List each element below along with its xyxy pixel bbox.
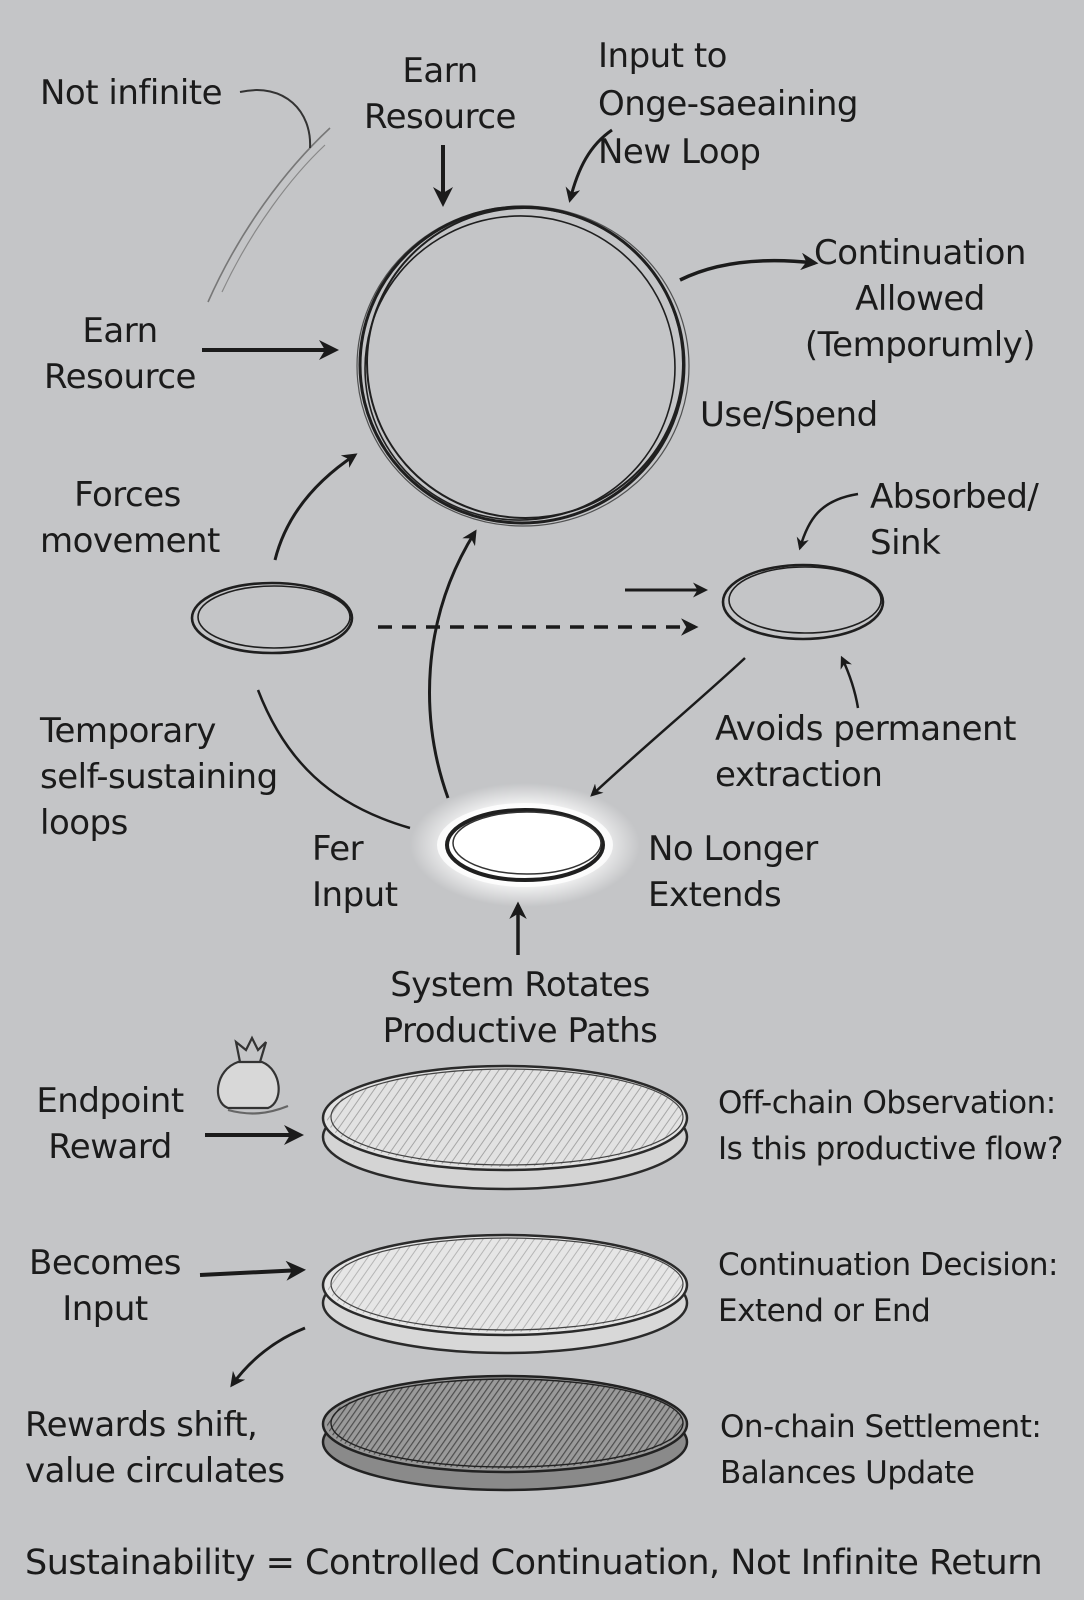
not-infinite-label: Not infinite — [40, 73, 223, 113]
avoids-extraction-label: Avoids permanent extraction — [715, 709, 1016, 795]
not-infinite-stroke — [239, 89, 312, 149]
decision-layer-disc — [321, 1233, 689, 1355]
absorbed-sink-label: Absorbed/ Sink — [870, 477, 1039, 563]
left-ring — [190, 581, 354, 655]
becomes-input-label: Becomes Input — [29, 1243, 182, 1329]
main-loop-circle — [356, 205, 690, 527]
continuation-allowed-label: Continuation Allowed (Temporumly) — [804, 233, 1036, 365]
fer-input-label: Fer Input — [312, 829, 398, 915]
settlement-layer-disc — [321, 1374, 689, 1492]
extraction-to-center-arrow — [590, 657, 746, 797]
endpoint-reward-label: Endpoint Reward — [36, 1081, 184, 1167]
avoids-extraction-up-arrow — [840, 655, 860, 709]
continuation-decision-label: Continuation Decision: Extend or End — [718, 1247, 1058, 1329]
forces-movement-label: Forces movement — [40, 475, 220, 561]
right-ring — [721, 563, 885, 641]
forces-movement-arrow — [273, 453, 358, 561]
earn-resource-top-label: Earn Resource — [364, 51, 516, 137]
money-bag-icon — [216, 1035, 289, 1115]
temporary-loops-curve — [256, 689, 411, 830]
use-spend-label: Use/Spend — [700, 395, 878, 435]
earn-resource-left-label: Earn Resource — [44, 311, 196, 397]
rewards-shift-arrow — [230, 1326, 306, 1388]
absorbed-sink-arrow — [796, 492, 859, 551]
rewards-shift-label: Rewards shift, value circulates — [25, 1405, 285, 1491]
system-rotates-label: System Rotates Productive Paths — [382, 965, 658, 1051]
footer-summary: Sustainability = Controlled Continuation… — [25, 1543, 1043, 1583]
faint-stroke — [207, 127, 331, 303]
on-chain-settlement-label: On-chain Settlement: Balances Update — [720, 1409, 1042, 1491]
center-to-loop-arrow — [428, 529, 477, 799]
temporary-loops-label: Temporary self-sustaining loops — [40, 711, 278, 843]
continuation-arrow — [679, 252, 819, 282]
off-chain-observation-label: Off-chain Observation: Is this productiv… — [718, 1085, 1063, 1167]
off-chain-layer-disc — [321, 1064, 689, 1191]
no-longer-extends-label: No Longer Extends — [648, 829, 818, 915]
input-loop-arrow — [565, 128, 613, 203]
glowing-center-ring — [410, 783, 640, 907]
becomes-input-arrow — [199, 1260, 306, 1281]
input-to-loop-label: Input to Onge-saeaining New Loop — [598, 36, 858, 172]
